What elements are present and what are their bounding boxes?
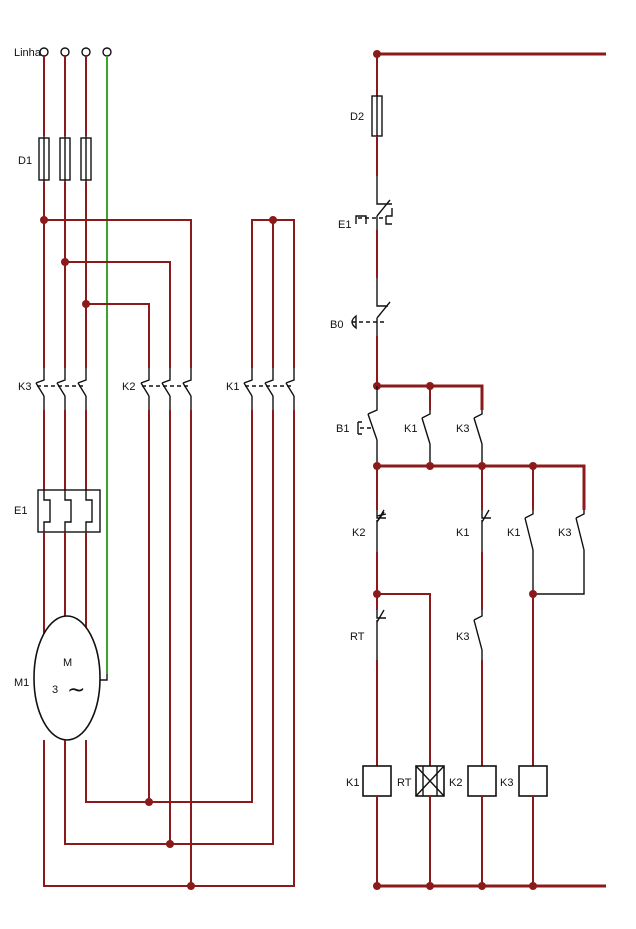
k3-power-label: K3 (18, 381, 31, 393)
terminal-pe (102, 47, 112, 57)
junction (529, 462, 537, 470)
phase-wires-top (43, 56, 87, 136)
stop-button-b0: B0 (330, 278, 391, 336)
power-circuit: Linha D1 (14, 47, 295, 890)
contactor-k1-power: K1 (226, 368, 295, 410)
overload-to-motor (43, 532, 87, 640)
junction (145, 798, 153, 806)
control-circuit: D2 E1 B0 B1 (330, 50, 606, 890)
bus-l3-k2 (86, 303, 150, 368)
junction (426, 462, 434, 470)
junction (478, 882, 486, 890)
interlock-k2-label: K2 (352, 527, 365, 539)
overload-e1-label: E1 (14, 505, 27, 517)
coil-k3: K3 (500, 765, 548, 797)
hold-contact-k1: K1 (404, 410, 431, 466)
phase-wires-mid (43, 182, 87, 368)
hold-k3-label: K3 (456, 423, 469, 435)
contactor-k3-power: K3 (18, 368, 87, 410)
junction (269, 216, 277, 224)
supply-terminals: Linha (14, 47, 112, 59)
interlock-k2: K2 (352, 509, 387, 552)
contact-k3-b: K3 (533, 510, 585, 595)
junction (373, 882, 381, 890)
interlock-k3-label: K3 (456, 631, 469, 643)
b0-label: B0 (330, 319, 343, 331)
contactor-k2-power: K2 (122, 368, 192, 410)
fuse-d1-label: D1 (18, 155, 32, 167)
start-button-b1: B1 (336, 386, 378, 466)
junction (426, 882, 434, 890)
coil-rt: RT (397, 765, 445, 797)
motor-m1: M 3 ~ M1 (14, 615, 101, 741)
junction (166, 840, 174, 848)
control-bus (377, 464, 586, 510)
overload-contact-e1: E1 (338, 176, 393, 231)
coil-k3-label: K3 (500, 777, 513, 789)
coil-k1-label: K1 (346, 777, 359, 789)
coil-k2-label: K2 (449, 777, 462, 789)
coil-returns (376, 796, 534, 886)
junction (82, 300, 90, 308)
coil-k1: K1 (346, 765, 392, 797)
k2-outputs (148, 410, 192, 886)
contact-k3b-label: K3 (558, 527, 571, 539)
terminal-l2 (60, 47, 70, 57)
interlock-k1a-label: K1 (456, 527, 469, 539)
interlock-k3: K3 (456, 610, 483, 660)
k1-power-label: K1 (226, 381, 239, 393)
terminal-l3 (81, 47, 91, 57)
rt-coil-feed (376, 552, 431, 766)
coil-k2: K2 (449, 765, 497, 797)
junction (61, 258, 69, 266)
junction (40, 216, 48, 224)
b1-label: B1 (336, 423, 349, 435)
fuse-d2-label: D2 (350, 111, 364, 123)
k1-bridge (251, 219, 295, 368)
ground-link (100, 674, 108, 681)
junction (426, 382, 434, 390)
e1-contact-label: E1 (338, 219, 351, 231)
overload-relay-e1: E1 (14, 489, 101, 533)
coil-feeds (376, 594, 534, 766)
motor-label: M1 (14, 677, 29, 689)
hold-k1-label: K1 (404, 423, 417, 435)
terminal-l1 (39, 47, 49, 57)
motor-phases: 3 (52, 684, 58, 696)
k3-to-overload (43, 410, 87, 490)
hold-contact-k3: K3 (456, 410, 483, 466)
k2-power-label: K2 (122, 381, 135, 393)
junction (373, 462, 381, 470)
timer-contact-rt: RT (350, 609, 386, 660)
fuse-d1: D1 (18, 136, 92, 182)
motor-symbol: M (63, 657, 72, 669)
rt-contact-label: RT (350, 631, 365, 643)
contact-k1b-label: K1 (507, 527, 520, 539)
supply-label: Linha (14, 47, 42, 59)
start-branch-rail (377, 384, 484, 410)
fuse-d2: D2 (350, 95, 383, 137)
motor-ac-symbol: ~ (67, 678, 85, 703)
bus-l2-k2 (65, 261, 171, 368)
junction (529, 882, 537, 890)
junction (478, 462, 486, 470)
contact-k1-b: K1 (507, 510, 534, 594)
junction (187, 882, 195, 890)
motor-out-1 (43, 410, 295, 887)
interlock-k1-a: K1 (456, 509, 491, 552)
coil-rt-label: RT (397, 777, 412, 789)
bus-l1-k2 (44, 219, 192, 368)
